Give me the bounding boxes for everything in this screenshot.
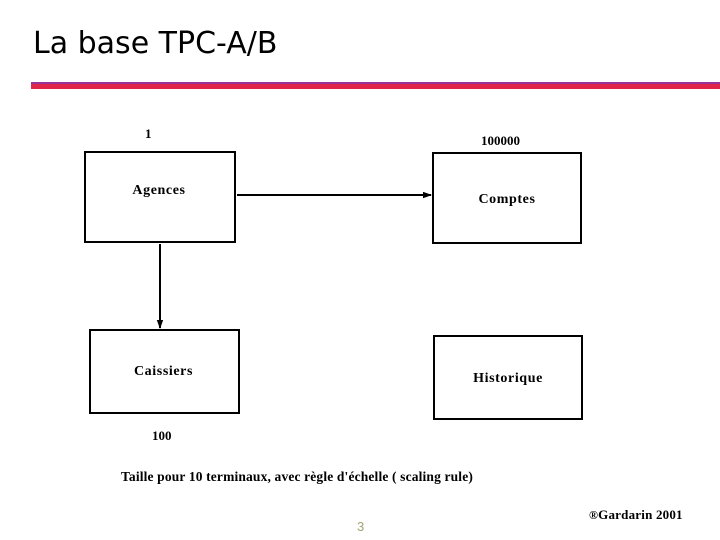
page-title: La base TPC-A/B [33, 26, 278, 61]
title-divider [31, 82, 720, 90]
title-divider-main-line [31, 84, 720, 89]
entity-label-comptes: Comptes [478, 192, 536, 207]
title-divider-accent-line [31, 82, 720, 84]
entity-label-agences: Agences [132, 183, 186, 198]
diagram-caption: Taille pour 10 terminaux, avec règle d'é… [121, 469, 474, 484]
cardinality-agences: 1 [145, 126, 152, 141]
cardinality-caissiers: 100 [152, 428, 172, 443]
entity-box-agences[interactable]: Agences [84, 151, 236, 243]
copyright-icon: ® [589, 508, 599, 522]
page-number: 3 [357, 519, 365, 534]
entity-label-caissiers: Caissiers [133, 363, 194, 379]
copyright-notice: ®Gardarin 2001 [589, 507, 683, 523]
entity-box-comptes[interactable]: Comptes [432, 152, 582, 244]
entity-label-historique: Historique [473, 370, 543, 386]
entity-box-historique[interactable]: Historique [433, 335, 583, 420]
copyright-text: Gardarin 2001 [598, 507, 683, 522]
cardinality-comptes: 100000 [481, 133, 520, 148]
entity-box-caissiers[interactable]: Caissiers [89, 329, 240, 414]
